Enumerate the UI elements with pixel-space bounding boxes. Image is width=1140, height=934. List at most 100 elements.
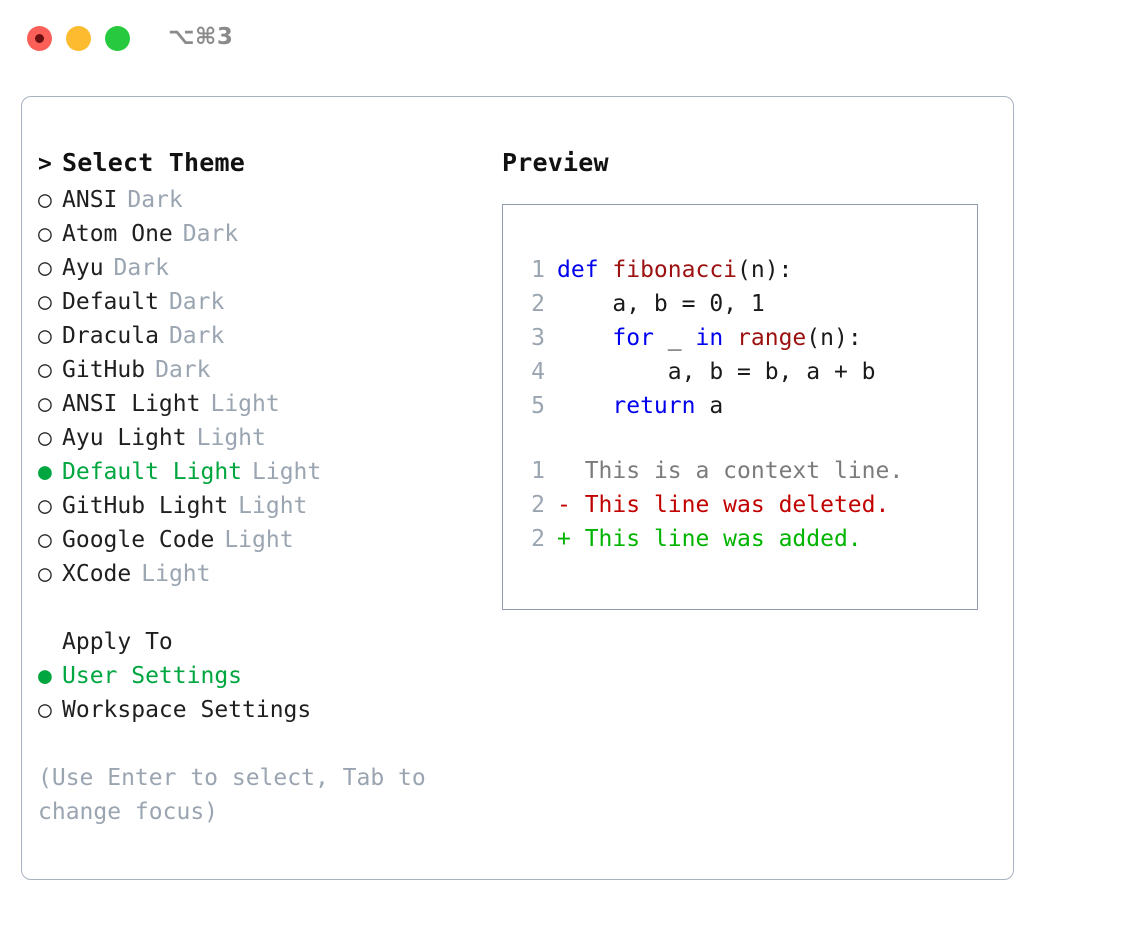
traffic-light-group [27,26,130,51]
theme-variant-tag: Dark [127,187,183,213]
radio-unselected-icon[interactable]: ○ [38,357,52,383]
diff-marker-context [557,458,585,484]
diff-text-added: This line was added. [584,526,862,552]
theme-option-label: Ayu Light [62,425,187,451]
code-token-plain [557,325,612,351]
list-spacer [38,591,478,625]
radio-unselected-icon[interactable]: ○ [38,493,52,519]
close-button[interactable] [27,26,52,51]
radio-unselected-icon[interactable]: ○ [38,697,52,723]
theme-variant-tag: Dark [155,357,211,383]
radio-selected-icon[interactable]: ● [38,459,52,485]
theme-variant-tag: Dark [168,289,225,315]
theme-option-label: ANSI Light [62,391,201,417]
code-line-number: 2 [531,291,545,317]
code-token-keyword: for [612,325,654,351]
theme-option-label: Atom One [62,221,173,247]
diff-line-number: 2 [531,526,545,552]
code-line: 4 a, b = b, a + b [521,355,969,389]
theme-option-row[interactable]: ○ GitHub Light Light [38,489,478,523]
diff-marker-deleted: - [557,492,585,518]
theme-variant-tag: Light [196,425,266,451]
code-token-plain [557,393,612,419]
code-line-number: 5 [531,393,545,419]
page-title: Select Theme [62,148,246,177]
code-line-number: 3 [531,325,545,351]
diff-line: 2 + This line was added. [521,522,969,556]
radio-unselected-icon[interactable]: ○ [38,289,52,315]
theme-option-row[interactable]: ● Default Light Light [38,455,478,489]
theme-variant-tag: Light [141,561,211,587]
code-line-number: 4 [531,359,545,385]
code-token-keyword: return [612,393,696,419]
radio-unselected-icon[interactable]: ○ [38,527,52,553]
radio-unselected-icon[interactable]: ○ [38,425,52,451]
code-line: 2 a, b = 0, 1 [521,287,969,321]
diff-sample: 1 This is a context line.2- This line wa… [521,454,969,556]
theme-option-label: Ayu [62,255,104,281]
apply-to-option-label: User Settings [62,663,243,689]
hint-spacer [38,727,478,761]
theme-variant-tag: Light [252,459,322,485]
keyboard-hint-text: (Use Enter to select, Tab to change focu… [38,765,426,825]
theme-option-label: Default [62,289,159,315]
theme-variant-tag: Dark [168,323,225,349]
diff-text-context: This is a context line. [584,458,904,484]
apply-to-header: Apply To [62,629,173,655]
theme-option-row[interactable]: ○ Ayu Light Light [38,421,478,455]
code-token-plain: a [695,393,724,419]
theme-option-label: Default Light [62,459,243,485]
apply-to-option-row[interactable]: ● User Settings [38,659,478,693]
select-theme-header: > Select Theme [38,143,478,183]
title-bar: ⌥⌘3 [0,0,1140,78]
keyboard-shortcut-label: ⌥⌘3 [168,24,234,50]
apply-to-option-row[interactable]: ○ Workspace Settings [38,693,478,727]
code-token-plain: _ [653,325,696,351]
code-token-keyword: def [557,257,613,283]
radio-unselected-icon[interactable]: ○ [38,323,52,349]
diff-line-number: 2 [531,492,545,518]
diff-marker-added: + [557,526,585,552]
code-token-plain: (n): [806,325,862,351]
radio-selected-icon[interactable]: ● [38,663,52,689]
radio-unselected-icon[interactable]: ○ [38,391,52,417]
theme-option-label: ANSI [62,187,118,213]
code-token-plain: (n): [737,257,793,283]
code-token-function: fibonacci [612,257,738,283]
diff-line-number: 1 [531,458,545,484]
code-line-number: 1 [531,257,545,283]
theme-option-label: Dracula [62,323,159,349]
theme-variant-tag: Light [238,493,308,519]
diff-line: 2- This line was deleted. [521,488,969,522]
code-token-plain: a, b = 0, 1 [557,291,765,317]
code-token-function: range [737,325,807,351]
code-line: 3 for _ in range(n): [521,321,969,355]
apply-to-option-label: Workspace Settings [62,697,312,723]
diff-line: 1 This is a context line. [521,454,969,488]
radio-unselected-icon[interactable]: ○ [38,561,52,587]
radio-unselected-icon[interactable]: ○ [38,255,52,281]
radio-unselected-icon[interactable]: ○ [38,187,52,213]
apply-to-option-list[interactable]: ● User Settings ○ Workspace Settings [38,659,478,727]
theme-option-row[interactable]: ○ ANSI Dark [38,183,478,217]
theme-option-row[interactable]: ○ Dracula Dark [38,319,478,353]
code-token-plain: a, b = b, a + b [557,359,876,385]
theme-option-label: GitHub Light [62,493,229,519]
maximize-button[interactable] [105,26,130,51]
diff-text-deleted: This line was deleted. [584,492,890,518]
prompt-marker-icon: > [38,151,53,177]
radio-unselected-icon[interactable]: ○ [38,221,52,247]
theme-option-row[interactable]: ○ Default Dark [38,285,478,319]
minimize-button[interactable] [66,26,91,51]
